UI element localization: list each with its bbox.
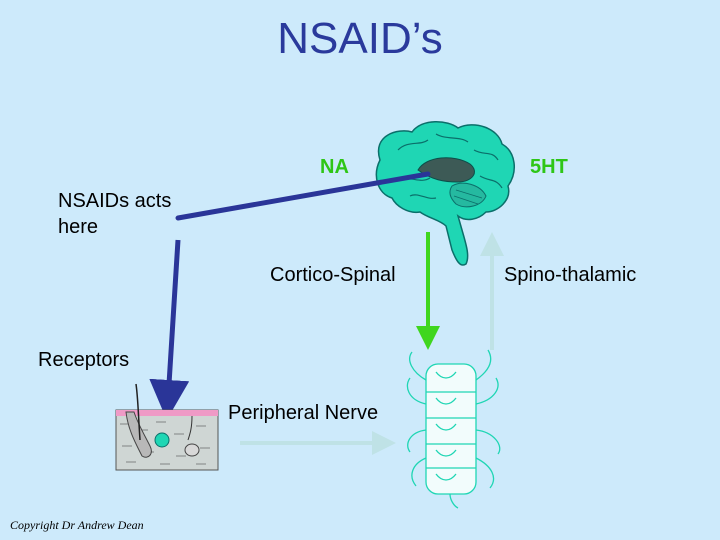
skin-receptors-illustration: [115, 383, 219, 471]
copyright-footer: Copyright Dr Andrew Dean: [10, 518, 144, 532]
na-label: NA: [320, 156, 349, 178]
brain-illustration: [375, 121, 515, 266]
pathway-line-upper: [175, 171, 431, 221]
5ht-label: 5HT: [530, 156, 568, 178]
cortico-spinal-label: Cortico-Spinal: [270, 264, 396, 286]
spinal-cord-illustration: [406, 349, 501, 509]
pathway-arrow-down: [149, 239, 190, 420]
spino-thalamic-label: Spino-thalamic: [504, 264, 637, 286]
peripheral-nerve-label: Peripheral Nerve: [228, 402, 379, 424]
receptors-label: Receptors: [38, 349, 130, 371]
slide-title: NSAID’s: [277, 14, 443, 63]
nsaids-action-label: NSAIDs acts here: [58, 190, 172, 238]
